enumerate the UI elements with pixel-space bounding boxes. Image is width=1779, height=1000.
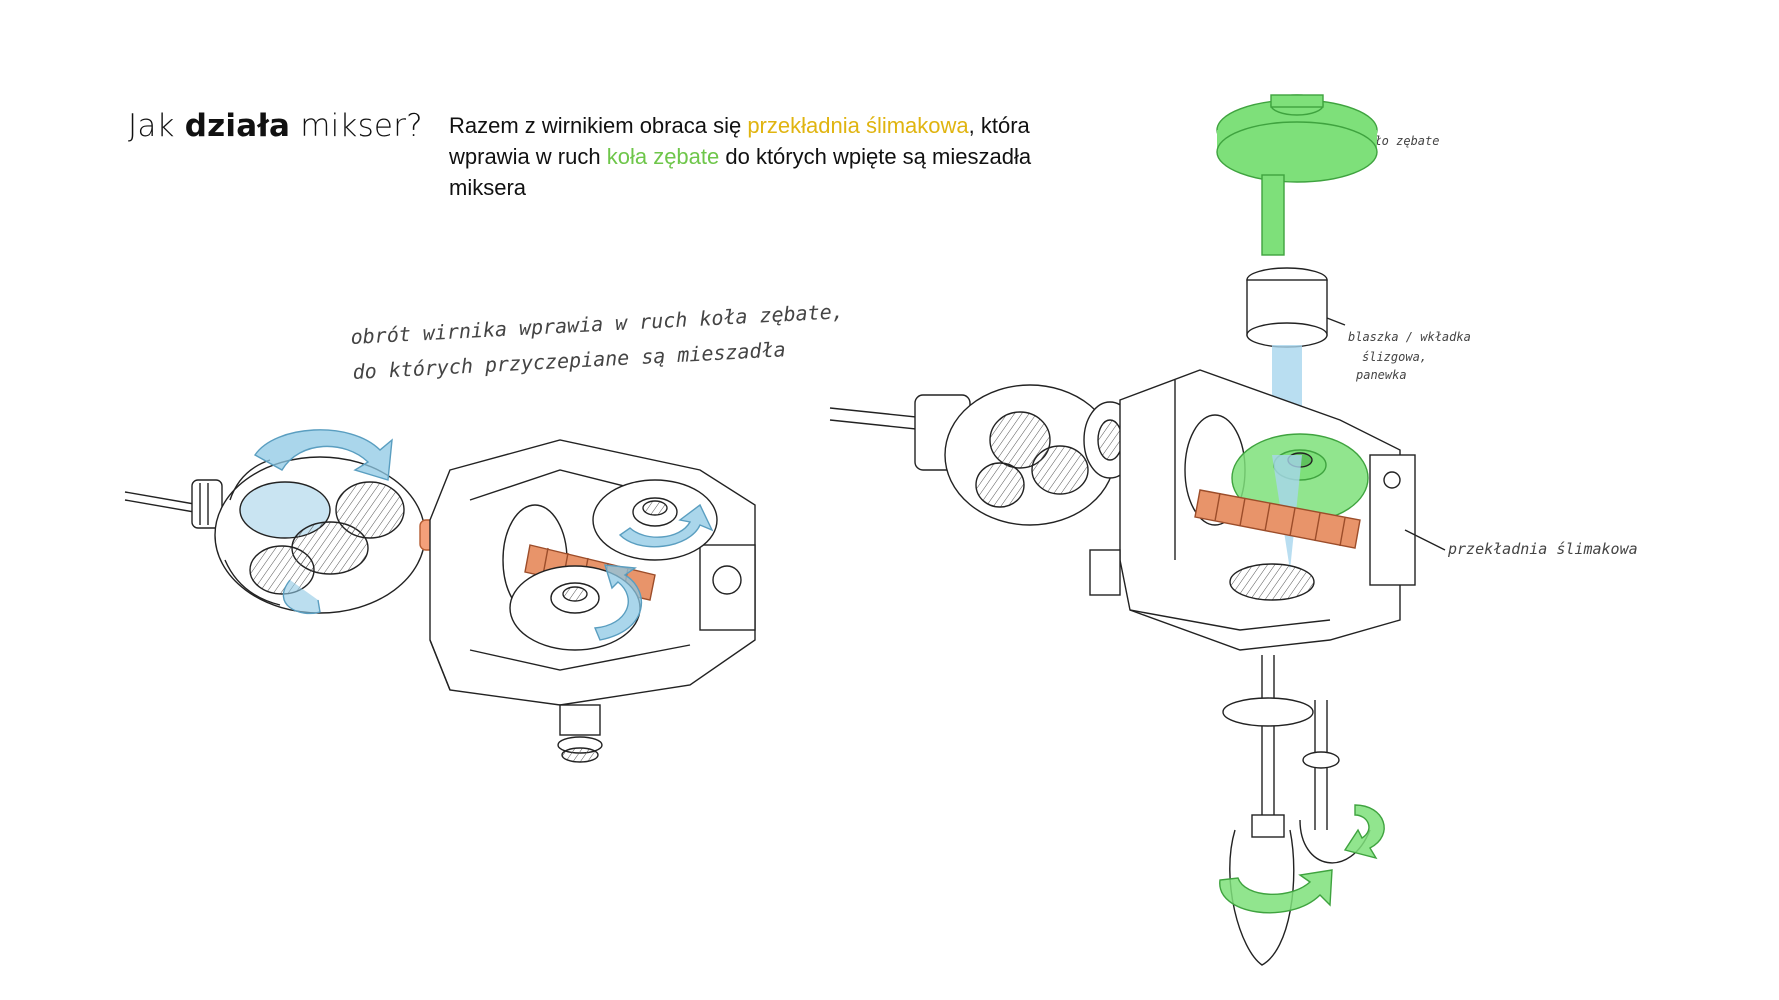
- right-bottom-bearing: [1229, 563, 1315, 601]
- left-gear-top: [592, 479, 718, 561]
- left-mixer-drawing: [124, 429, 756, 763]
- right-motor: [829, 384, 1137, 526]
- label-gear: koło zębate: [1360, 134, 1440, 148]
- left-bottom-spindle: [557, 704, 603, 763]
- right-beaters: [1219, 655, 1385, 966]
- label-bushing-line-2: ślizgowa,: [1362, 350, 1428, 364]
- label-worm-gear: przekładnia ślimakowa: [1448, 540, 1638, 558]
- right-top-gear: [1216, 94, 1378, 256]
- title-bold-word: działa: [184, 108, 291, 144]
- left-motor-shaft: [124, 479, 223, 529]
- label-bushing-line-1: blaszka / wkładka: [1348, 330, 1471, 344]
- label-bushing-line-3: panewka: [1356, 368, 1407, 382]
- left-rotation-arrow: [253, 429, 393, 481]
- page-title: Jak działa mikser?: [128, 108, 423, 144]
- right-mixer-drawing: [829, 94, 1446, 966]
- highlight-worm-gear: przekładnia ślimakowa: [747, 113, 969, 138]
- left-rotor: [214, 456, 426, 614]
- right-bushing: [1246, 267, 1346, 348]
- left-gear-bottom: [509, 564, 642, 651]
- right-worm-gear: [1194, 489, 1361, 549]
- description-text: Razem z wirnikiem obraca się przekładnia…: [449, 113, 1032, 200]
- highlight-gears: koła zębate: [606, 144, 720, 169]
